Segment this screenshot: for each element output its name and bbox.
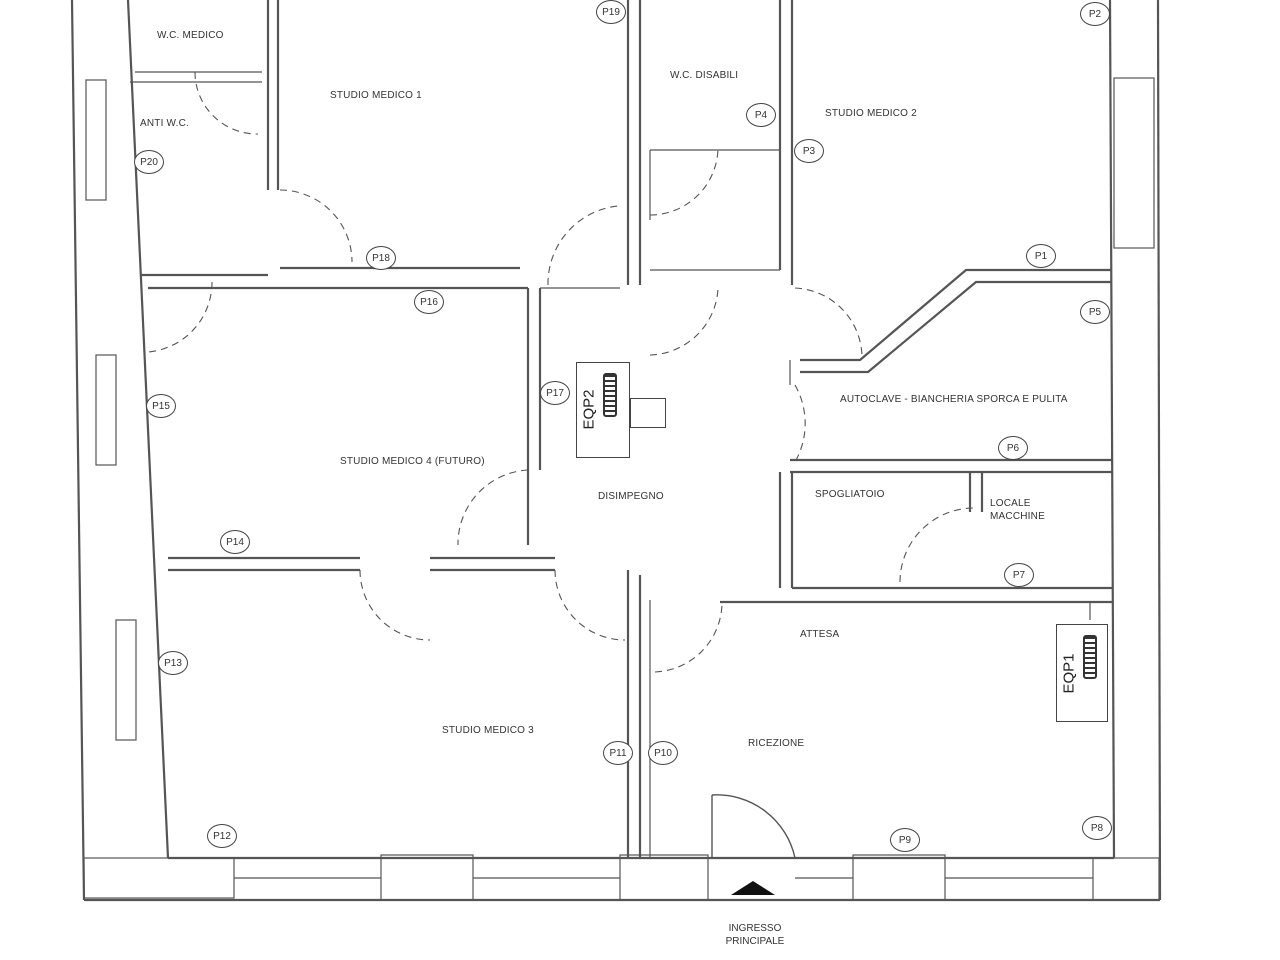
room-label-anti-wc: ANTI W.C. (140, 118, 190, 129)
room-label-locale: LOCALE (990, 498, 1031, 509)
window-right (1113, 77, 1155, 249)
eqp2-stand (630, 398, 666, 428)
outer-wall-left-outer (70, 0, 86, 901)
entrance-door-swing (711, 794, 796, 859)
marker-p9: P9 (890, 828, 920, 852)
pillar-2 (380, 854, 474, 901)
wall-autoclave-top (800, 268, 1112, 362)
pillar-4 (852, 854, 946, 901)
equipment-eqp1: EQP1 (1056, 624, 1108, 722)
outer-wall-right-inner (1108, 0, 1116, 859)
room-label-autoclave: AUTOCLAVE - BIANCHERIA SPORCA E PULITA (840, 394, 1068, 405)
room-label-studio-2: STUDIO MEDICO 2 (825, 108, 917, 119)
door-spogliatoio (794, 384, 806, 463)
outer-wall-left-inner (126, 0, 170, 859)
marker-p1: P1 (1026, 244, 1056, 268)
door-wcmedico (194, 71, 259, 135)
door-studio4-left (147, 281, 213, 353)
window-left-2 (95, 354, 117, 466)
room-label-ricezione: RICEZIONE (748, 738, 805, 749)
entrance-label-line2: PRINCIPALE (725, 936, 785, 947)
equipment-eqp2: EQP2 (576, 362, 630, 458)
marker-p2: P2 (1080, 2, 1110, 26)
eqp2-label: EQP2 (580, 389, 598, 430)
door-studio1 (279, 189, 353, 263)
eqp1-label: EQP1 (1060, 653, 1078, 694)
door-wcdis (649, 147, 719, 216)
door-attesa (654, 603, 723, 673)
room-label-spogliatoio: SPOGLIATOIO (815, 489, 885, 500)
room-label-studio-3: STUDIO MEDICO 3 (442, 725, 534, 736)
marker-p5: P5 (1080, 300, 1110, 324)
marker-p7: P7 (1004, 563, 1034, 587)
door-studio3 (359, 569, 431, 641)
pillar-1 (83, 857, 235, 899)
wall-autoclave-top-b (800, 280, 1112, 374)
window-left-1 (85, 79, 107, 201)
door-locale (899, 507, 976, 583)
room-label-macchine: MACCHINE (990, 511, 1045, 522)
marker-p6: P6 (998, 436, 1028, 460)
door-dis-top-left (547, 205, 619, 286)
room-label-wc-medico: W.C. MEDICO (157, 30, 224, 41)
marker-p13: P13 (158, 651, 188, 675)
room-label-attesa: ATTESA (800, 629, 840, 640)
marker-p16: P16 (414, 290, 444, 314)
marker-p12: P12 (207, 824, 237, 848)
marker-p8: P8 (1082, 816, 1112, 840)
pillar-3 (619, 854, 709, 901)
room-label-studio-1: STUDIO MEDICO 1 (330, 90, 422, 101)
door-studio4-right (457, 469, 529, 546)
entrance-arrow-icon (731, 881, 775, 895)
room-label-disimpegno: DISIMPEGNO (598, 491, 664, 502)
marker-p15: P15 (146, 394, 176, 418)
eqp1-device-icon (1083, 635, 1097, 679)
door-dis-top-right (649, 287, 719, 356)
marker-p10: P10 (648, 741, 678, 765)
marker-p20: P20 (134, 150, 164, 174)
marker-p17: P17 (540, 381, 570, 405)
entrance-label: INGRESSO PRINCIPALE (705, 922, 805, 948)
door-autoclave (794, 287, 863, 359)
marker-p14: P14 (220, 530, 250, 554)
marker-p3: P3 (794, 139, 824, 163)
marker-p19: P19 (596, 0, 626, 24)
entrance-label-line1: INGRESSO (728, 923, 782, 934)
outer-wall-right-outer (1156, 0, 1162, 901)
door-dis-bottom-left (554, 569, 626, 641)
marker-p18: P18 (366, 246, 396, 270)
room-label-studio-4: STUDIO MEDICO 4 (FUTURO) (340, 456, 485, 467)
marker-p4: P4 (746, 103, 776, 127)
pillar-5 (1092, 857, 1160, 901)
marker-p11: P11 (603, 741, 633, 765)
eqp2-device-icon (603, 373, 617, 417)
room-label-wc-disabili: W.C. DISABILI (670, 70, 739, 81)
window-left-3 (115, 619, 137, 741)
